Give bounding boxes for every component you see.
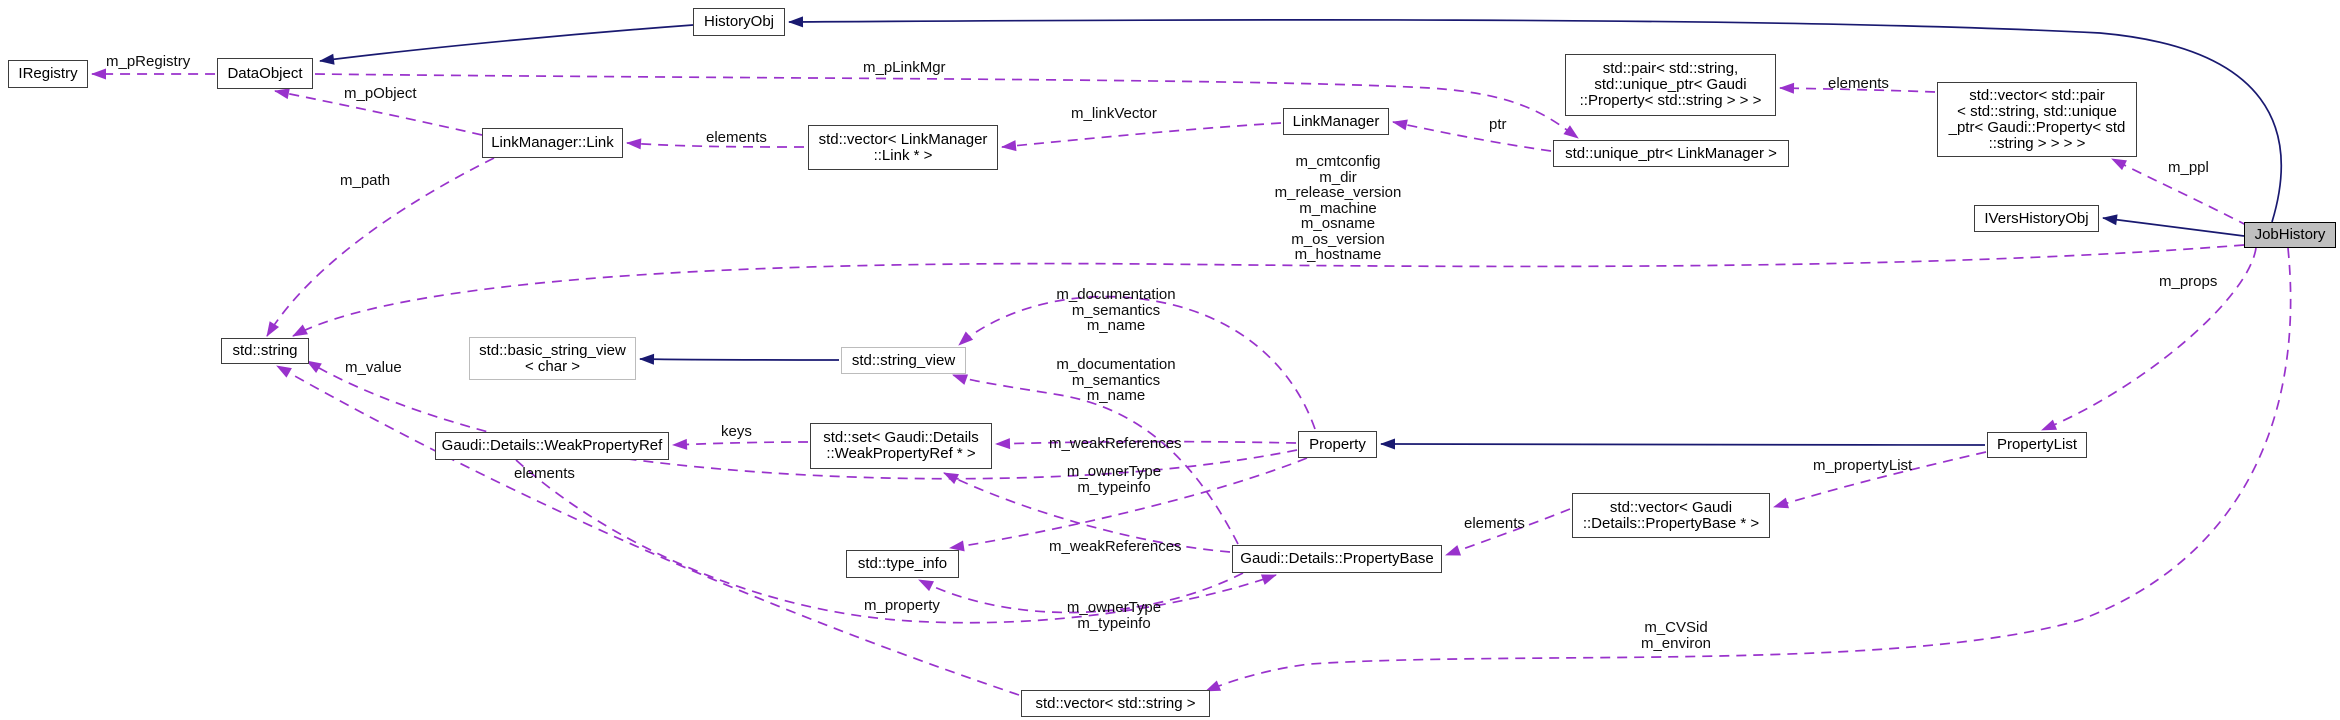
edge-property-stringview — [958, 295, 1316, 430]
edge-jobhistory-vectorpair — [2111, 158, 2249, 227]
edge-set-weakpropertyref — [672, 438, 809, 450]
edge-linkmanager-vectorlink — [1001, 122, 1282, 152]
edge-jobhistory-propertylist — [2041, 247, 2257, 431]
edge-label-elements-propertybase: elements — [1464, 515, 1525, 532]
node-vector-string[interactable]: std::vector< std::string > — [1021, 690, 1210, 717]
edge-stringview-basicstringview — [639, 353, 840, 365]
edge-propertybase-set — [943, 472, 1231, 553]
node-propertybase[interactable]: Gaudi::Details::PropertyBase — [1232, 545, 1442, 573]
node-pair-string-property[interactable]: std::pair< std::string, std::unique_ptr<… — [1565, 54, 1776, 116]
edge-label-m-plinkmgr: m_pLinkMgr — [863, 59, 946, 76]
edge-label-m-pobject: m_pObject — [344, 85, 417, 102]
edge-label-m-linkvector: m_linkVector — [1071, 105, 1157, 122]
node-property[interactable]: Property — [1298, 431, 1377, 458]
node-propertylist[interactable]: PropertyList — [1987, 432, 2087, 458]
edge-historyobj-dataobject — [319, 24, 694, 65]
edge-label-elements-string: elements — [514, 465, 575, 482]
edge-vectorstring-string — [276, 365, 1020, 696]
node-ivershistoryobj[interactable]: IVersHistoryObj — [1974, 205, 2099, 232]
edge-label-m-value: m_value — [345, 359, 402, 376]
node-type-info[interactable]: std::type_info — [846, 550, 959, 578]
node-dataobject[interactable]: DataObject — [217, 58, 313, 89]
edge-label-typeinfo-property-members: m_ownerType m_typeinfo — [1066, 463, 1162, 496]
edge-label-elements-link: elements — [706, 129, 767, 146]
node-iregistry[interactable]: IRegistry — [8, 60, 88, 88]
edge-jobhistory-ivershistoryobj — [2102, 214, 2245, 237]
edge-label-m-weakreferences-property: m_weakReferences — [1049, 435, 1182, 452]
node-unique-ptr-linkmanager[interactable]: std::unique_ptr< LinkManager > — [1553, 140, 1789, 167]
edge-label-jobhistory-vecstring-members: m_CVSid m_environ — [1640, 619, 1712, 652]
edge-dataobject-uniqueptr — [314, 73, 1579, 139]
edge-label-typeinfo-propertybase-members: m_ownerType m_typeinfo — [1066, 599, 1162, 632]
edge-jobhistory-historyobj — [788, 16, 2283, 223]
node-string-view: std::string_view — [841, 347, 966, 374]
node-linkmanager-link[interactable]: LinkManager::Link — [482, 128, 623, 158]
edge-vectorpair-pair — [1779, 82, 1936, 94]
node-basic-string-view: std::basic_string_view < char > — [469, 337, 636, 380]
edge-label-propertybase-stringview-members: m_documentation m_semantics m_name — [1056, 356, 1176, 404]
node-std-string[interactable]: std::string — [221, 338, 309, 364]
edge-label-m-weakreferences-propertybase: m_weakReferences — [1049, 538, 1182, 555]
node-vector-pair-property[interactable]: std::vector< std::pair < std::string, st… — [1937, 82, 2137, 157]
edge-label-property-stringview-members: m_documentation m_semantics m_name — [1056, 286, 1176, 334]
node-weakpropertyref[interactable]: Gaudi::Details::WeakPropertyRef — [435, 432, 669, 460]
edge-uniqueptr-linkmanager — [1392, 119, 1552, 152]
edge-jobhistory-vectorstring — [1205, 247, 2292, 692]
edge-label-m-property: m_property — [864, 597, 940, 614]
edge-label-m-ppl: m_ppl — [2168, 159, 2209, 176]
edge-label-m-pregistry: m_pRegistry — [106, 53, 191, 70]
edge-propertylist-property — [1380, 438, 1986, 450]
edge-propertybase-typeinfo — [918, 572, 1244, 614]
node-vector-linkmanager-link[interactable]: std::vector< LinkManager ::Link * > — [808, 125, 998, 170]
edge-property-typeinfo — [949, 457, 1308, 552]
edge-label-elements-pair: elements — [1828, 75, 1889, 92]
node-set-weakpropertyref[interactable]: std::set< Gaudi::Details ::WeakPropertyR… — [810, 423, 992, 469]
edge-label-m-path: m_path — [340, 172, 391, 189]
node-jobhistory-current: JobHistory — [2244, 222, 2336, 248]
edge-link-string — [266, 157, 495, 337]
edge-vectorlink-link — [626, 138, 805, 150]
edge-label-ptr: ptr — [1489, 116, 1507, 133]
edge-property-string — [306, 360, 1298, 480]
edge-property-set — [995, 438, 1297, 450]
edge-label-m-propertylist: m_propertyList — [1813, 457, 1913, 474]
edge-weakpropertyref-propertybase — [515, 459, 1277, 624]
node-vector-propertybase[interactable]: std::vector< Gaudi ::Details::PropertyBa… — [1572, 493, 1770, 538]
edge-label-jobhistory-string-members: m_cmtconfig m_dir m_release_version m_ma… — [1274, 153, 1402, 263]
edge-link-dataobject — [274, 88, 483, 136]
edge-label-keys: keys — [721, 423, 752, 440]
node-historyobj[interactable]: HistoryObj — [693, 8, 785, 36]
node-linkmanager[interactable]: LinkManager — [1283, 108, 1389, 135]
edge-label-m-props: m_props — [2159, 273, 2218, 290]
edge-propertylist-vectorpropertybase — [1773, 451, 1987, 509]
